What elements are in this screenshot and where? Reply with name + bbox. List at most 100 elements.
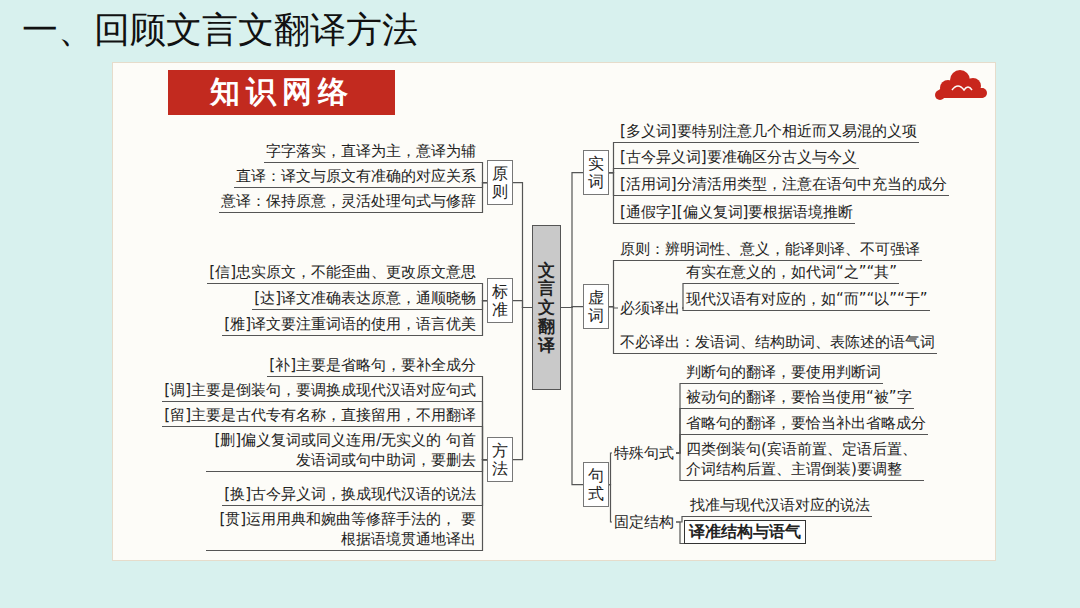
node-text: [信]忠实原文，不能歪曲、更改原文意思 [209, 262, 476, 282]
connector [609, 261, 618, 307]
node-text: 有实在意义的，如代词“之”“其” [686, 262, 897, 282]
node-text: [换]古今异义词，换成现代汉语的说法 [224, 484, 476, 504]
node-text: 省略句的翻译，要恰当补出省略成分 [686, 413, 926, 433]
branch-node: 句式 [583, 462, 609, 507]
connector [609, 173, 618, 224]
node-text: 意译：保持原意，灵活处理句式与修辞 [221, 191, 476, 211]
connector [513, 183, 532, 308]
connector [478, 460, 487, 551]
item-node: 找准与现代汉语对应的说法 [688, 495, 872, 517]
item-node: 有实在意义的，如代词“之”“其” [684, 262, 899, 284]
item-node: [古今异义词]要准确区分古义与今义 [618, 147, 859, 169]
item-node: [删]偏义复词或同义连用/无实义的 句首发语词或句中助词，要删去 [206, 430, 478, 472]
connector [609, 143, 618, 173]
node-text: 原则：辨明词性、意义，能译则译、不可强译 [620, 239, 920, 259]
connector [478, 377, 487, 460]
item-node: [换]古今异义词，换成现代汉语的说法 [222, 484, 478, 506]
node-text: [多义词]要特别注意几个相近而又易混的义项 [620, 121, 917, 141]
node-text: 特殊句式 [614, 443, 674, 463]
item-node: 被动句的翻译，要恰当使用“被”字 [684, 387, 914, 409]
item-node: [活用词]分清活用类型，注意在语句中充当的成分 [618, 174, 949, 196]
node-text: 文言文翻译 [538, 261, 555, 354]
item-node: 四类倒装句(宾语前置、定语后置、 介词结构后置、主谓倒装)要调整 [684, 439, 924, 481]
node-text: 被动句的翻译，要恰当使用“被”字 [686, 387, 912, 407]
connector [609, 453, 612, 485]
item-node: [通假字][偏义复词]要根据语境推断 [618, 202, 855, 224]
connector [676, 409, 684, 454]
connector [478, 301, 487, 336]
node-text: 字字落实，直译为主，意译为辅 [266, 141, 476, 161]
branch-node: 实词 [583, 150, 609, 195]
connector [561, 308, 583, 485]
node-text: 标准 [492, 283, 508, 318]
node-text: [贯]运用用典和婉曲等修辞手法的， 要根据语境贯通地译出 [208, 509, 476, 549]
node-text: [雅]译文要注重词语的使用，语言优美 [224, 314, 476, 334]
node-text: 现代汉语有对应的，如“而”“以”“于” [686, 289, 928, 309]
connector [561, 173, 583, 308]
connector [478, 163, 487, 183]
node-text: 虚词 [588, 289, 604, 324]
center-node: 文言文翻译 [532, 225, 561, 390]
slide-title: 一、回顾文言文翻译方法 [22, 8, 418, 52]
sub-node: 固定结构 [612, 512, 676, 532]
node-text: 直译：译文与原文有准确的对应关系 [236, 166, 476, 186]
branch-node: 方法 [487, 437, 513, 482]
connector [513, 301, 532, 308]
sub-node: 必须译出 [618, 298, 682, 318]
connector [676, 453, 684, 481]
item-node: 字字落实，直译为主，意译为辅 [264, 141, 478, 163]
item-node: 判断句的翻译，要使用判断词 [684, 362, 883, 384]
node-text: [达]译文准确表达原意，通顺晓畅 [254, 288, 476, 308]
node-text: 判断句的翻译，要使用判断词 [686, 362, 881, 382]
branch-node: 原则 [487, 160, 513, 205]
item-node: 省略句的翻译，要恰当补出省略成分 [684, 413, 928, 435]
item-node: 不必译出：发语词、结构助词、表陈述的语气词 [618, 332, 937, 354]
node-text: 四类倒装句(宾语前置、定语后置、 介词结构后置、主谓倒装)要调整 [686, 439, 922, 479]
boxed-node: 译准结构与语气 [684, 520, 806, 544]
item-node: [贯]运用用典和婉曲等修辞手法的， 要根据语境贯通地译出 [206, 509, 478, 551]
node-text: 句式 [588, 467, 604, 502]
node-text: 固定结构 [614, 512, 674, 532]
branch-node: 虚词 [583, 284, 609, 329]
node-text: 方法 [492, 442, 508, 477]
node-text: [删]偏义复词或同义连用/无实义的 句首发语词或句中助词，要删去 [208, 430, 476, 470]
item-node: [调]主要是倒装句，要调换成现代汉语对应句式 [162, 380, 478, 402]
item-node: [留]主要是古代专有名称，直接留用，不用翻译 [162, 405, 478, 427]
node-text: [活用词]分清活用类型，注意在语句中充当的成分 [620, 174, 947, 194]
node-text: 必须译出 [620, 298, 680, 318]
node-text: 实词 [588, 155, 604, 190]
node-text: 译准结构与语气 [689, 522, 801, 542]
connector [478, 183, 487, 213]
connector [478, 402, 487, 460]
banner-node: 知识网络 [168, 70, 395, 115]
connector [478, 284, 487, 301]
connector [513, 308, 532, 460]
cloud-ornament [935, 70, 987, 100]
item-node: 意译：保持原意，灵活处理句式与修辞 [219, 191, 478, 213]
connector [676, 435, 684, 454]
node-text: [调]主要是倒装句，要调换成现代汉语对应句式 [164, 380, 476, 400]
node-text: 原则 [492, 165, 508, 200]
item-node: [达]译文准确表达原意，通顺晓畅 [252, 288, 478, 310]
connector [609, 307, 618, 354]
node-text: 不必译出：发语词、结构助词、表陈述的语气词 [620, 332, 935, 352]
connector [609, 485, 612, 522]
node-text: 找准与现代汉语对应的说法 [690, 495, 870, 515]
item-node: 原则：辨明词性、意义，能译则译、不可强译 [618, 239, 922, 261]
node-text: [古今异义词]要准确区分古义与今义 [620, 147, 857, 167]
node-text: 知识网络 [210, 72, 354, 113]
item-node: [信]忠实原文，不能歪曲、更改原文意思 [207, 262, 478, 284]
node-text: [通假字][偏义复词]要根据语境推断 [620, 202, 853, 222]
connector [676, 384, 684, 454]
sub-node: 特殊句式 [612, 443, 676, 463]
connector [609, 169, 618, 173]
branch-node: 标准 [487, 278, 513, 323]
node-text: [留]主要是古代专有名称，直接留用，不用翻译 [164, 405, 476, 425]
connector [478, 427, 487, 460]
item-node: 现代汉语有对应的，如“而”“以”“于” [684, 289, 930, 311]
connector [676, 522, 684, 544]
item-node: [补]主要是省略句，要补全成分 [267, 355, 478, 377]
node-text: [补]主要是省略句，要补全成分 [269, 355, 476, 375]
item-node: [雅]译文要注重词语的使用，语言优美 [222, 314, 478, 336]
